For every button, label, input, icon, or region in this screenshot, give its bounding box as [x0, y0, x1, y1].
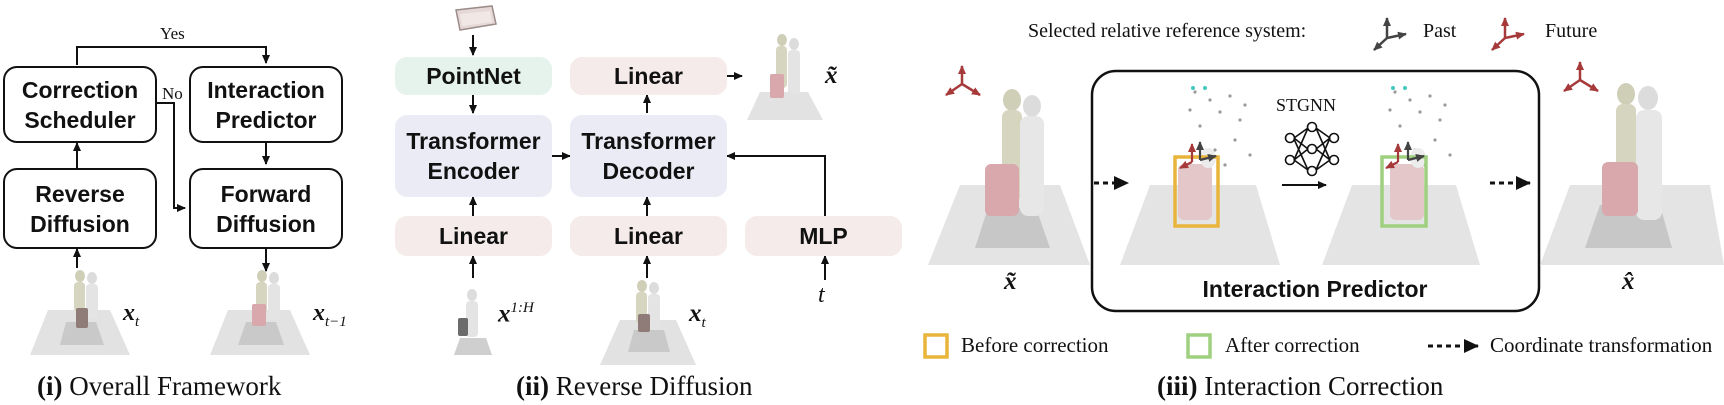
caption-overall-framework: (i) Overall Framework [37, 371, 282, 401]
linear-encoder-input-block: Linear [395, 216, 552, 256]
after-correction-legend-swatch [1186, 333, 1212, 359]
no-arrow [157, 102, 186, 212]
past-label: Past [1423, 20, 1457, 42]
before-correction-label: Before correction [961, 333, 1109, 357]
pointnet-block: PointNet [395, 57, 552, 95]
t-label: t [818, 282, 825, 308]
scene-image-after-correction [1322, 86, 1480, 265]
interaction-predictor-title: Interaction Predictor [1202, 276, 1428, 302]
stgnn-network-icon [1284, 121, 1340, 177]
correction-scheduler-box: Correction Scheduler [3, 66, 157, 143]
reverse-diffusion-box: Reverse Diffusion [3, 168, 157, 249]
future-axes-icon [1491, 17, 1525, 51]
x-t-minus-1-label: xt−1 [313, 300, 347, 330]
transformer-decoder-block: Transformer Decoder [570, 115, 727, 197]
yes-arrow [76, 46, 270, 65]
yes-label: Yes [160, 24, 185, 43]
scene-image-x-tilde [928, 65, 1090, 265]
forward-diffusion-box: Forward Diffusion [189, 168, 343, 249]
x-t-label-p2: xt [689, 300, 706, 331]
no-label: No [162, 84, 183, 103]
after-correction-box [1380, 155, 1428, 228]
future-label: Future [1545, 20, 1598, 42]
x-history-label: x1:H [498, 300, 534, 328]
interaction-predictor-container [1090, 69, 1541, 313]
scene-image-history [454, 289, 492, 355]
panel2-connectors [469, 35, 829, 280]
panel1-connectors [73, 46, 270, 272]
after-correction-label: After correction [1225, 333, 1360, 357]
coordinate-transformation-label: Coordinate transformation [1490, 333, 1713, 357]
interaction-predictor-box: Interaction Predictor [189, 66, 343, 143]
object-mesh-image [455, 5, 497, 31]
scene-image-x-hat [1540, 61, 1724, 265]
scene-image-before-correction [1120, 86, 1280, 265]
scene-image-xt1-small [210, 270, 310, 355]
caption-interaction-correction: (iii) Interaction Correction [1157, 371, 1444, 401]
reference-system-label: Selected relative reference system: [1028, 20, 1307, 42]
linear-decoder-input-block: Linear [570, 216, 727, 256]
mlp-block: MLP [745, 216, 902, 256]
scene-image-xt-p2 [600, 280, 696, 365]
inner-axes-before [1179, 141, 1217, 169]
transformer-encoder-block: Transformer Encoder [395, 115, 552, 197]
past-axes-icon [1373, 17, 1407, 51]
x-tilde-label-p3: x̃ [1004, 268, 1017, 295]
mlp-to-decoder-arrow [726, 152, 826, 216]
x-hat-label: x̂ [1622, 268, 1635, 295]
caption-reverse-diffusion: (ii) Reverse Diffusion [516, 371, 753, 401]
scene-image-output [747, 34, 823, 120]
linear-output-block: Linear [570, 57, 727, 95]
x-t-label-p1: xt [123, 300, 140, 330]
before-correction-legend-swatch [923, 333, 949, 359]
inner-axes-after [1385, 141, 1425, 169]
x-tilde-label-p2: x̃ [825, 62, 838, 89]
scene-image-xt-small [30, 270, 130, 355]
before-correction-box [1173, 155, 1220, 228]
stgnn-label: STGNN [1276, 95, 1337, 115]
